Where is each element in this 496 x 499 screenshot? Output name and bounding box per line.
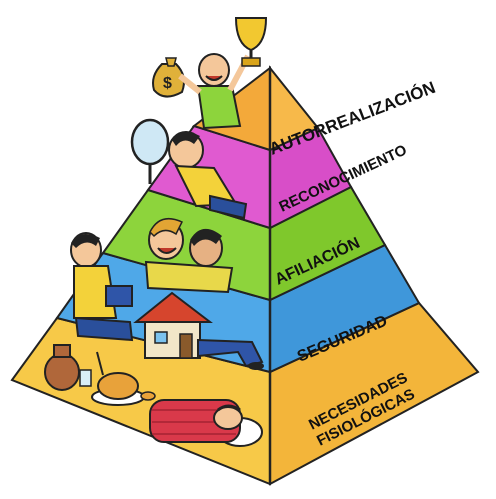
sleeping-man-with-food-illustration (44, 344, 263, 447)
trophy-base-shape (241, 57, 261, 67)
house-door-shape (179, 333, 193, 359)
trophy-cup-shape (234, 17, 268, 52)
reading-man-illustration (70, 232, 134, 342)
man-with-mirror-illustration (130, 118, 248, 220)
house-roof-shape (133, 291, 213, 323)
svg-text:$: $ (163, 75, 172, 92)
house-window-shape (154, 331, 168, 344)
friends-group-illustration (144, 217, 234, 294)
roast-chicken-shape (97, 372, 139, 400)
money-bag-shape (152, 63, 185, 98)
winner-head-shape (198, 53, 230, 87)
pot-shape (44, 353, 80, 391)
man-resting-by-house-illustration (133, 291, 264, 370)
man-with-trophy-and-money-illustration: $ (152, 17, 268, 130)
glass-shape (79, 369, 92, 387)
book-shape (105, 285, 133, 307)
resting-man-legs-shape (197, 338, 264, 368)
illustrations: $ (44, 17, 268, 447)
winner-body-shape (196, 85, 242, 130)
mirror-shape (130, 118, 170, 166)
